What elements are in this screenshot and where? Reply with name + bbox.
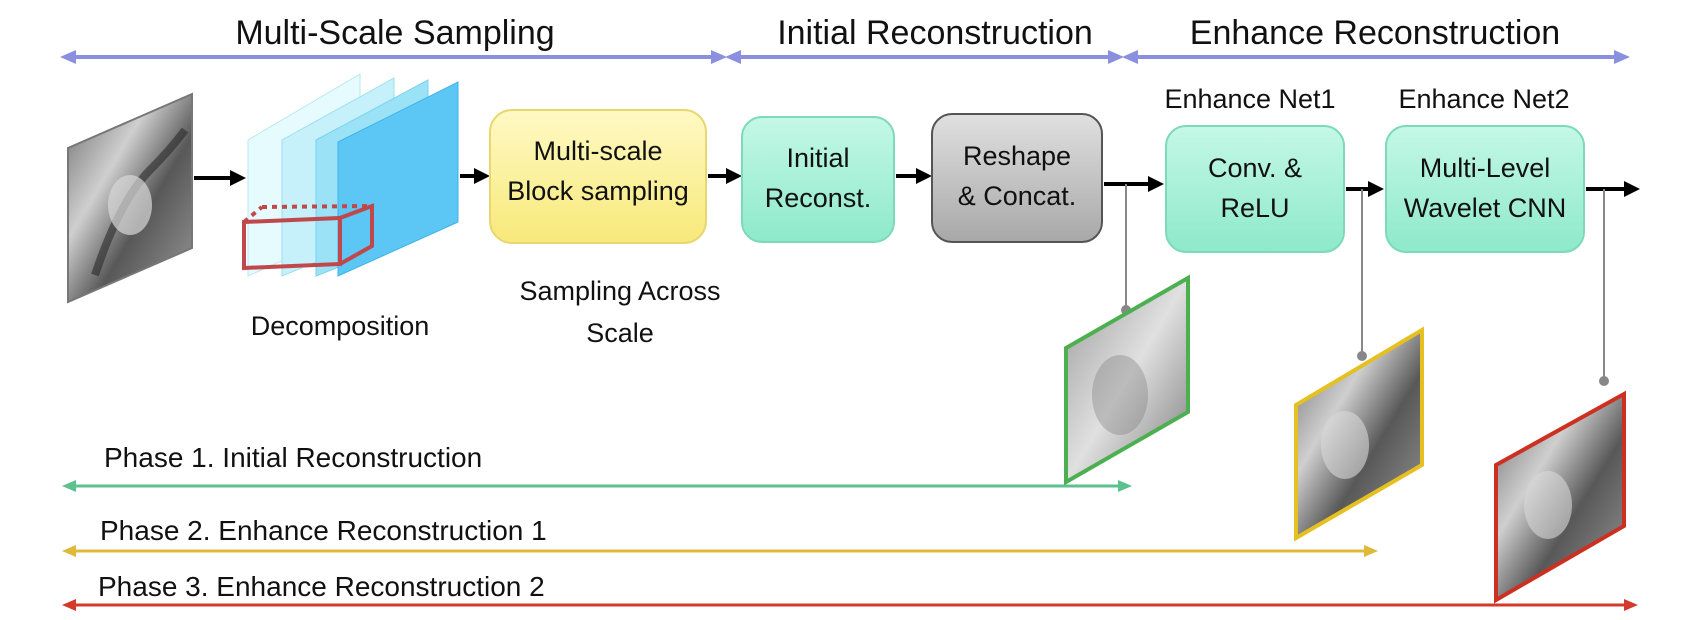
phase1-label: Phase 1. Initial Reconstruction (104, 442, 482, 473)
flow-arrow (1586, 181, 1640, 197)
phase2-label: Phase 2. Enhance Reconstruction 1 (100, 515, 547, 546)
header-initial-reconstruction: Initial Reconstruction (777, 14, 1093, 52)
input-image (67, 92, 193, 304)
wavelet-cnn-label-line2: Wavelet CNN (1404, 193, 1567, 223)
block-sampling-label-line1: Multi-scale (533, 136, 662, 166)
output-image-phase3 (1494, 390, 1626, 604)
header-arrows (60, 50, 1630, 64)
sampling-across-label-line2: Scale (586, 318, 654, 348)
output-image-phase1 (1064, 274, 1190, 486)
block-sampling-label-line2: Block sampling (507, 176, 689, 206)
initial-reconst-box: Initial Reconst. (741, 116, 895, 243)
decomposition-stack (242, 73, 459, 277)
initial-reconst-label-line1: Initial (786, 143, 849, 173)
initial-reconst-label-line2: Reconst. (765, 183, 872, 213)
flow-arrow (194, 170, 246, 186)
output-image-phase2 (1294, 326, 1424, 542)
flow-arrow (1104, 176, 1164, 192)
flow-arrow (1346, 181, 1384, 197)
flow-arrow (896, 168, 932, 184)
header-enhance-reconstruction: Enhance Reconstruction (1190, 14, 1560, 52)
conv-relu-label-line1: Conv. & (1208, 153, 1302, 183)
conv-relu-box: Conv. & ReLU (1165, 125, 1345, 253)
header-multi-scale-sampling: Multi-Scale Sampling (235, 14, 554, 52)
phase3-arrow (62, 599, 1638, 611)
flow-arrow (708, 168, 742, 184)
sampling-across-label-line1: Sampling Across (519, 276, 720, 306)
enhance-net2-label: Enhance Net2 (1398, 84, 1569, 114)
phase2-arrow (62, 545, 1378, 557)
reshape-concat-label-line1: Reshape (963, 141, 1071, 171)
wavelet-cnn-box: Multi-Level Wavelet CNN (1385, 125, 1585, 253)
decomposition-label: Decomposition (251, 311, 430, 341)
output-tap-lines (1121, 184, 1609, 386)
flow-arrow (460, 168, 490, 184)
reshape-concat-label-line2: & Concat. (958, 181, 1077, 211)
conv-relu-label-line2: ReLU (1220, 193, 1289, 223)
wavelet-cnn-label-line1: Multi-Level (1420, 153, 1551, 183)
phase1-arrow (62, 480, 1132, 492)
sampling-block-outline (242, 203, 374, 271)
enhance-net1-label: Enhance Net1 (1164, 84, 1335, 114)
phase3-label: Phase 3. Enhance Reconstruction 2 (98, 571, 545, 602)
reshape-concat-box: Reshape & Concat. (931, 113, 1103, 243)
block-sampling-box: Multi-scale Block sampling (489, 109, 707, 244)
